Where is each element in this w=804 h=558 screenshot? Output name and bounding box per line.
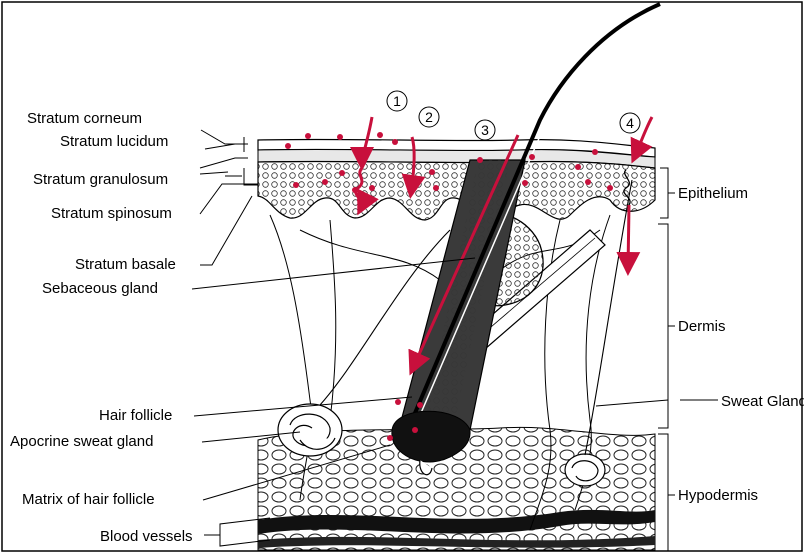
label-stratum-corneum: Stratum corneum bbox=[27, 110, 142, 127]
label-stratum-lucidum: Stratum lucidum bbox=[60, 133, 168, 150]
label-stratum-granulosum: Stratum granulosum bbox=[33, 171, 168, 188]
label-blood-vessels: Blood vessels bbox=[100, 528, 193, 545]
svg-text:4: 4 bbox=[626, 115, 634, 131]
arrow-4-duct bbox=[628, 205, 629, 270]
label-hair-follicle: Hair follicle bbox=[99, 407, 172, 424]
pathway-number-4: 4 bbox=[620, 113, 640, 133]
label-epithelium: Epithelium bbox=[678, 185, 748, 202]
label-sweat-gland: Sweat Gland bbox=[721, 393, 804, 410]
label-stratum-basale: Stratum basale bbox=[75, 256, 176, 273]
label-sebaceous-gland: Sebaceous gland bbox=[42, 280, 158, 297]
pathway-number-1: 1 bbox=[387, 91, 407, 111]
svg-text:2: 2 bbox=[425, 109, 433, 125]
label-stratum-spinosum: Stratum spinosum bbox=[51, 205, 172, 222]
eccrine-sweat-gland bbox=[565, 454, 605, 486]
label-dermis: Dermis bbox=[678, 318, 726, 335]
svg-text:3: 3 bbox=[481, 122, 489, 138]
pathway-number-2: 2 bbox=[419, 107, 439, 127]
svg-text:1: 1 bbox=[393, 93, 401, 109]
apocrine-sweat-gland bbox=[278, 404, 342, 456]
label-apocrine-sweat-gland: Apocrine sweat gland bbox=[10, 433, 153, 450]
label-hypodermis: Hypodermis bbox=[678, 487, 758, 504]
pathway-number-3: 3 bbox=[475, 120, 495, 140]
label-matrix-hair-follicle: Matrix of hair follicle bbox=[22, 491, 155, 508]
